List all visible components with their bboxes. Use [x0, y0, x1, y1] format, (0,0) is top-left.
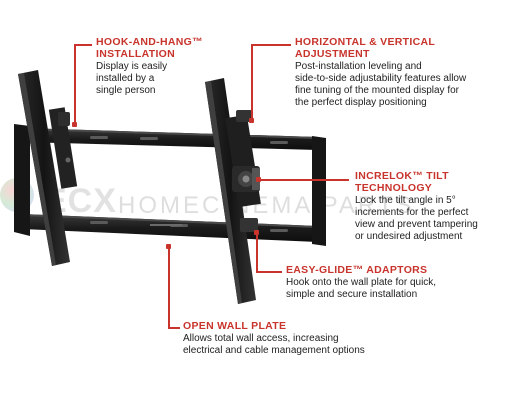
left-tilt-arm: [18, 70, 78, 266]
callout-open-wall-plate: OPEN WALL PLATE Allows total wall access…: [183, 320, 413, 357]
leader-horizontal-vertical-dot: [249, 118, 254, 123]
callout-horizontal-vertical: HORIZONTAL & VERTICAL ADJUSTMENT Post-in…: [295, 36, 507, 109]
leader-hook-and-hang-h: [74, 44, 92, 46]
wall-plate-left-end: [14, 124, 30, 236]
callout-body: Allows total wall access, increasing ele…: [183, 333, 365, 356]
leader-hook-and-hang-v: [74, 44, 76, 124]
leader-open-wall-plate-h: [168, 327, 180, 329]
callout-title: OPEN WALL PLATE: [183, 320, 287, 332]
rail-label: [150, 224, 182, 226]
callout-body: Lock the tilt angle in 5° increments for…: [355, 195, 478, 242]
leader-easy-glide-dot: [254, 230, 259, 235]
callout-title: HORIZONTAL & VERTICAL ADJUSTMENT: [295, 36, 436, 60]
leader-open-wall-plate-v: [168, 246, 170, 328]
callout-title: INCRELOK™ TILT TECHNOLOGY: [355, 170, 449, 194]
callout-hook-and-hang: HOOK-AND-HANG™ INSTALLATION Display is e…: [96, 36, 236, 97]
leader-easy-glide-h: [256, 271, 282, 273]
easy-glide-adaptor: [236, 110, 258, 232]
leader-horizontal-vertical-v: [251, 44, 253, 120]
callout-title: HOOK-AND-HANG™ INSTALLATION: [96, 36, 203, 60]
wall-plate-bottom-rail: [22, 214, 318, 242]
leader-hook-and-hang-dot: [72, 122, 77, 127]
leader-open-wall-plate-dot: [166, 244, 171, 249]
leader-easy-glide-v: [256, 232, 258, 272]
hook-top-left: [58, 112, 70, 126]
leader-horizontal-vertical-h: [251, 44, 291, 46]
wall-plate-right-end: [312, 136, 326, 246]
callout-body: Post-installation leveling and side-to-s…: [295, 61, 467, 108]
callout-body: Hook onto the wall plate for quick, simp…: [286, 277, 437, 300]
callout-increlok: INCRELOK™ TILT TECHNOLOGY Lock the tilt …: [355, 170, 505, 243]
leader-increlok-h: [259, 179, 349, 181]
callout-easy-glide: EASY-GLIDE™ ADAPTORS Hook onto the wall …: [286, 264, 501, 301]
watermark-text: HOMECINEMA PARTS: [118, 192, 415, 219]
callout-title: EASY-GLIDE™ ADAPTORS: [286, 264, 428, 276]
leader-increlok-dot: [256, 177, 261, 182]
callout-body: Display is easily installed by a single …: [96, 61, 168, 96]
